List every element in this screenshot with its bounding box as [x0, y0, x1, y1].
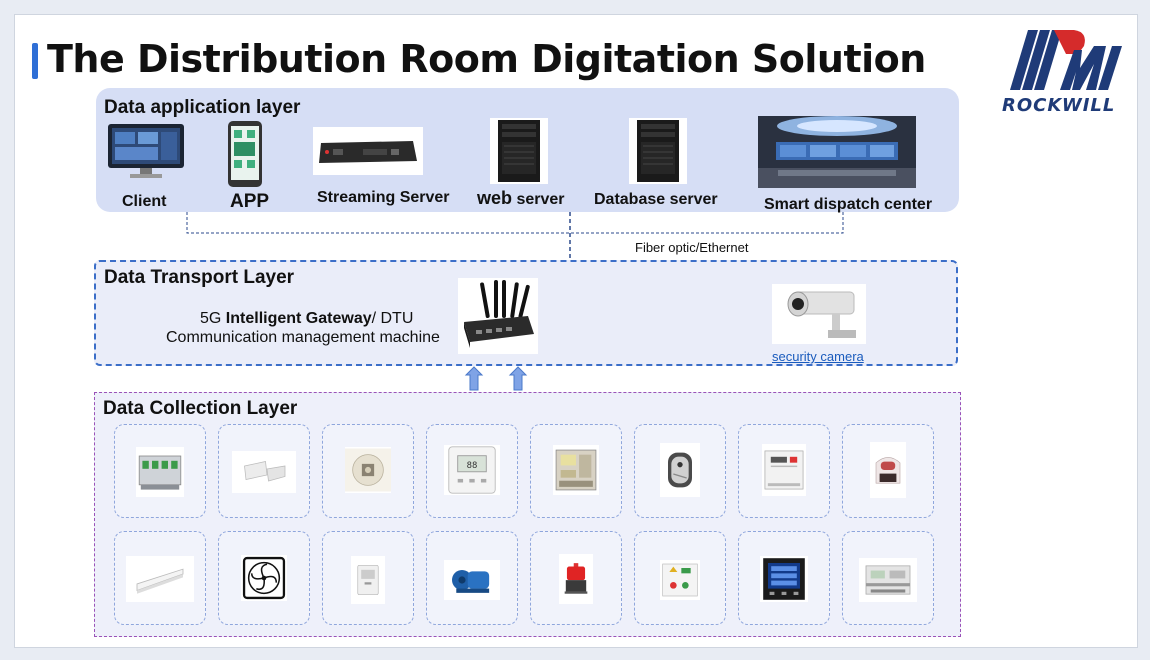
device-card [842, 531, 934, 625]
slide: The Distribution Room Digitation Solutio… [14, 14, 1138, 648]
device-card [634, 424, 726, 518]
switch-box-icon [660, 560, 700, 600]
device-card [634, 531, 726, 625]
app-item-label: Database server [594, 191, 718, 208]
din-rail-module-icon [136, 447, 184, 497]
app-item-label: Streaming Server [317, 189, 450, 206]
power-meter-icon [760, 556, 808, 602]
device-card [218, 531, 310, 625]
svg-text:88: 88 [467, 461, 478, 471]
door-sensor-icon [232, 451, 296, 493]
water-leak-sensor-icon [660, 443, 700, 497]
collection-layer-title: Data Collection Layer [103, 398, 298, 419]
streaming-server-icon [313, 127, 423, 175]
security-camera-icon [772, 284, 866, 344]
app-item-label: APP [230, 191, 270, 212]
device-card: 88 [426, 424, 518, 518]
smoke-detector-icon [345, 447, 391, 493]
upload-arrow-icon [508, 366, 528, 391]
dispatch-center-icon [758, 116, 916, 188]
security-camera-link[interactable]: security camera [772, 349, 864, 364]
5g-gateway-icon [458, 278, 538, 354]
ventilation-fan-icon [241, 555, 287, 601]
data-application-layer: Data application layer Client APP [96, 88, 959, 213]
device-card [114, 531, 206, 625]
dehumidifier-icon [351, 556, 385, 604]
thermostat-icon: 88 [444, 445, 500, 495]
device-card [114, 424, 206, 518]
connector-label: Fiber optic/Ethernet [635, 240, 749, 255]
app-item-label: Client [122, 193, 167, 210]
app-item-label: Smart dispatch center [764, 196, 933, 213]
tower-server-icon [490, 118, 548, 184]
device-card [530, 424, 622, 518]
monitor-icon [108, 124, 184, 178]
title-accent-bar [32, 43, 38, 79]
logo-text: ROCKWILL [1002, 95, 1116, 116]
controller-box-icon [762, 444, 806, 496]
smartphone-icon [228, 121, 262, 187]
water-pump-icon [444, 560, 500, 600]
device-card [530, 531, 622, 625]
tower-server-icon [629, 118, 687, 184]
page-title: The Distribution Room Digitation Solutio… [47, 37, 926, 81]
device-card [426, 531, 518, 625]
device-card [322, 531, 414, 625]
data-transport-layer: Data Transport Layer 5G Intelligent Gate… [94, 260, 958, 366]
device-card [218, 424, 310, 518]
device-card [842, 424, 934, 518]
meter-panel-icon [553, 445, 599, 495]
gateway-description: 5G Intelligent Gateway/ DTU [200, 310, 414, 327]
device-card [738, 424, 830, 518]
upload-arrow-icon [464, 366, 484, 391]
data-collection-layer: Data Collection Layer [94, 392, 961, 637]
app-item-label: web server [477, 188, 565, 208]
alarm-beacon-icon [559, 554, 593, 604]
rockwill-logo-icon [1010, 30, 1122, 90]
sound-light-alarm-icon [870, 442, 906, 498]
led-light-bar-icon [126, 556, 194, 602]
application-layer-title: Data application layer [104, 97, 301, 118]
device-card [738, 531, 830, 625]
gateway-description-line2: Communication management machine [166, 329, 440, 346]
transport-layer-title: Data Transport Layer [104, 267, 295, 288]
energy-meter-icon [859, 558, 917, 602]
device-card [322, 424, 414, 518]
